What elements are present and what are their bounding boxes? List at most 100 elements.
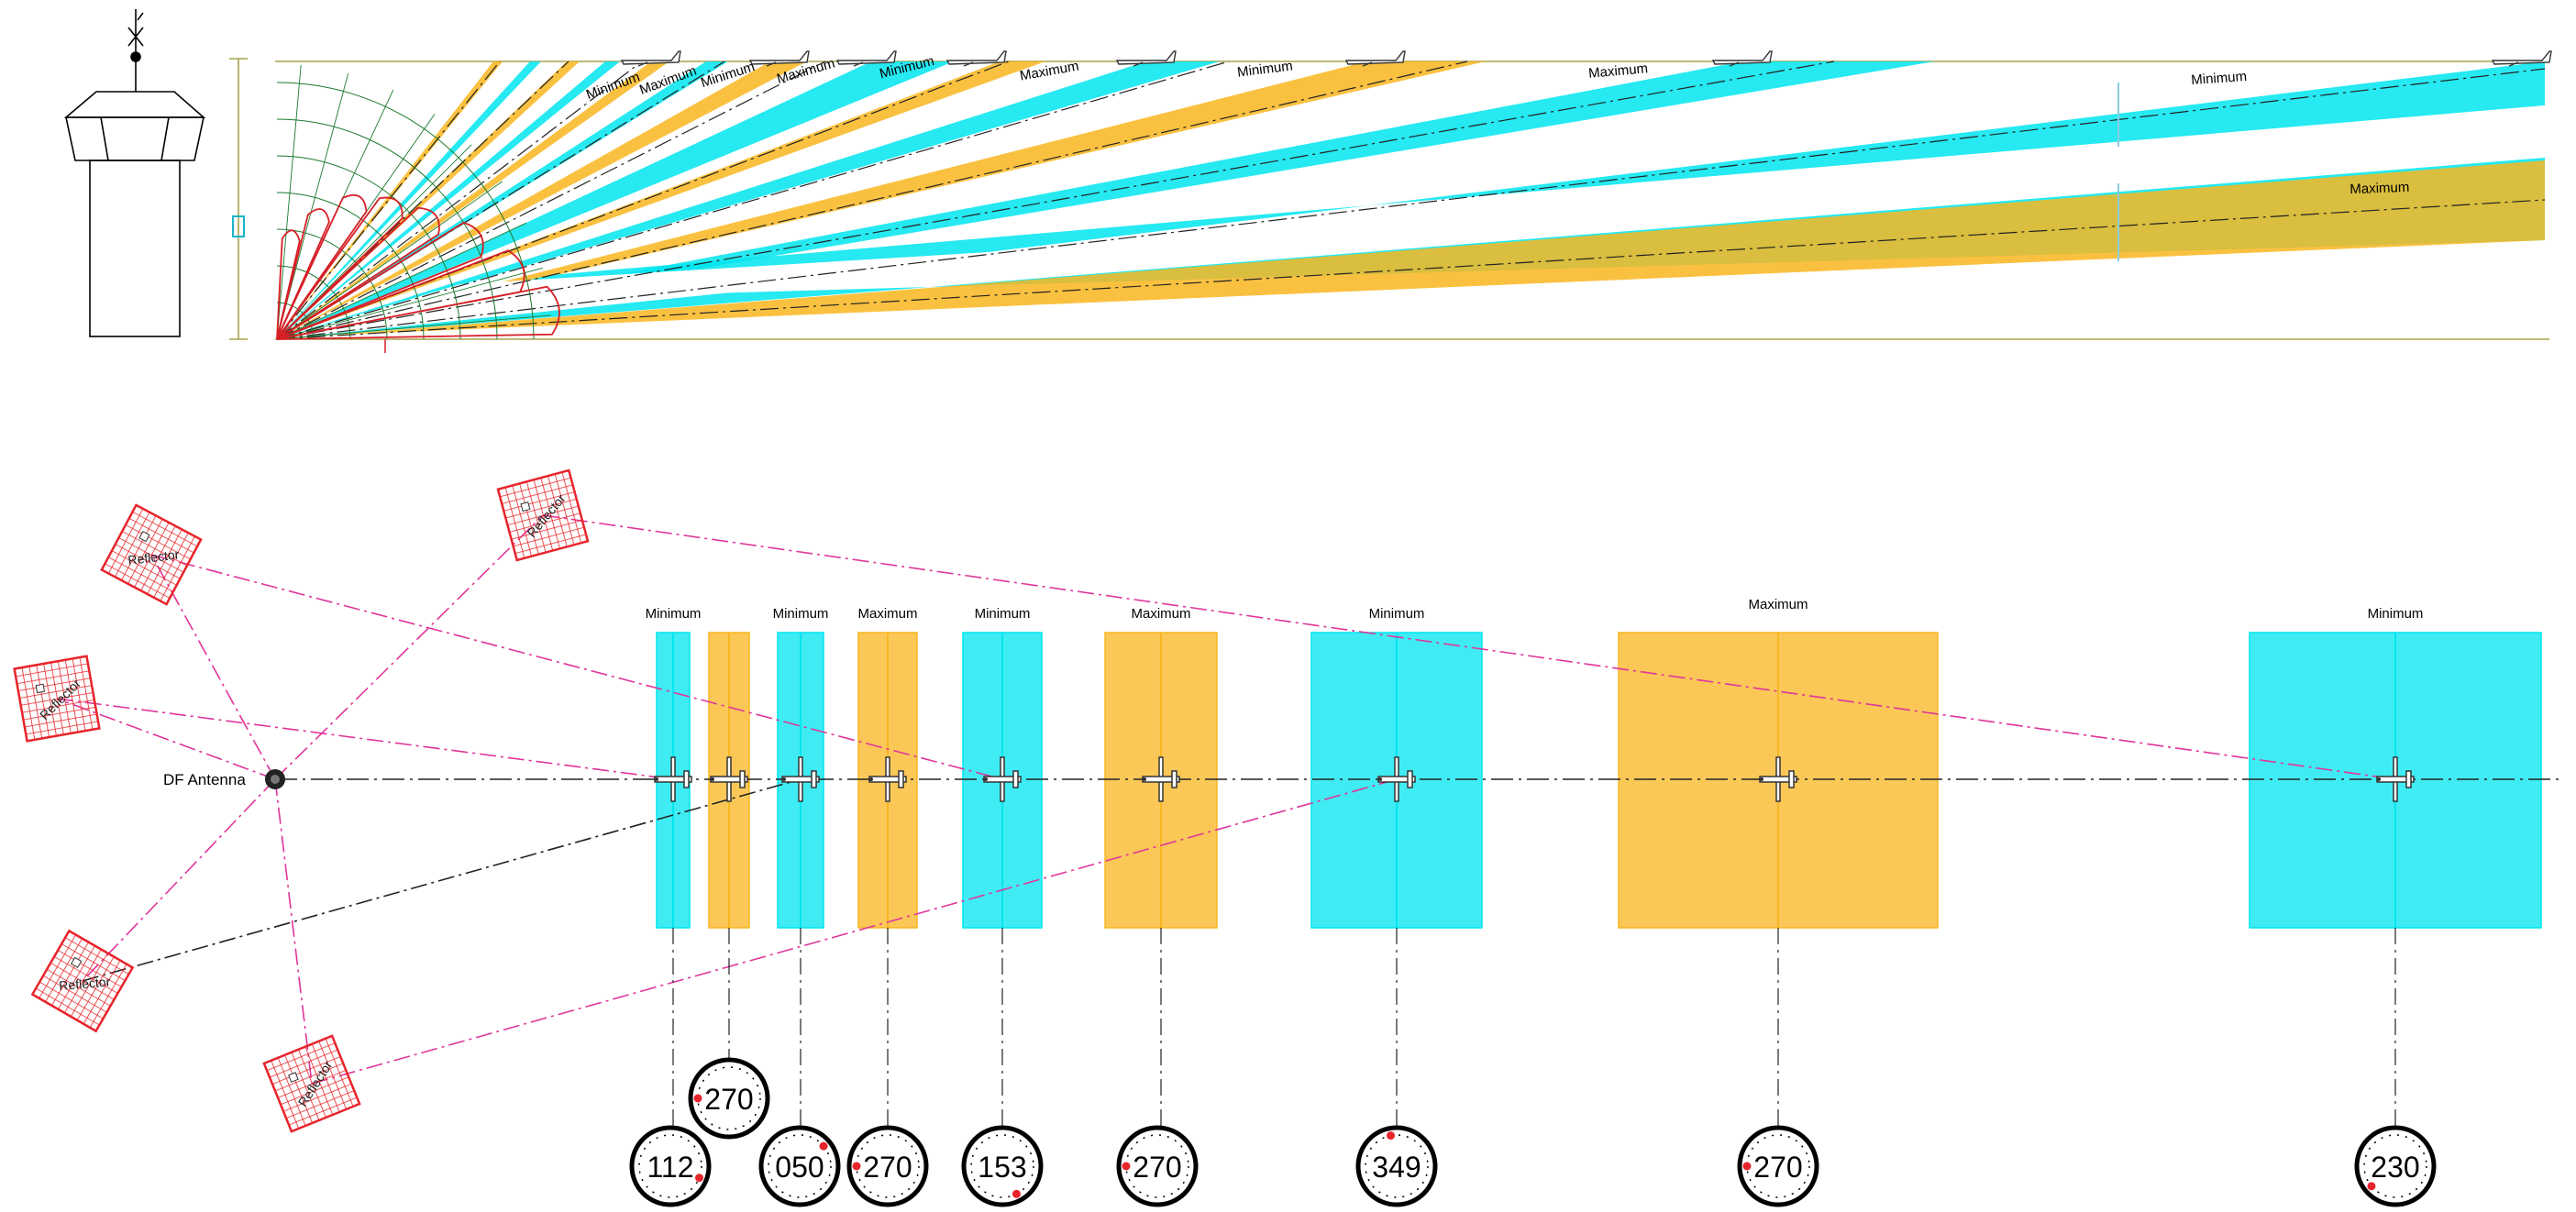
signal-path (82, 778, 276, 982)
aircraft-side-icon (1711, 50, 1773, 67)
aircraft-side-icon (748, 50, 810, 67)
bearing-ray (276, 314, 551, 340)
bearing-dial: 230 (2354, 1125, 2437, 1207)
aircraft-side-icon (835, 50, 897, 67)
beam-centerline (276, 61, 1468, 340)
zone-label: Minimum (2368, 606, 2424, 622)
side-zone-label: Minimum (2191, 69, 2248, 88)
antenna-lobe (276, 285, 560, 340)
bearing-value: 230 (2371, 1151, 2419, 1184)
bearing-dial: 050 (758, 1125, 841, 1207)
zone-label: Maximum (1748, 597, 1808, 612)
coverage-beam-minimum (277, 61, 954, 339)
df-antenna: DF Antenna (163, 769, 285, 789)
zone-label: Minimum (646, 606, 702, 622)
aircraft-side-icon (945, 50, 1007, 67)
bearing-dial: 270 (846, 1125, 929, 1207)
signal-path (274, 514, 544, 780)
bearing-needle (819, 1141, 828, 1151)
coverage-beam-maximum (277, 61, 1486, 339)
bearing-dial: 153 (961, 1125, 1044, 1207)
reflector: Reflector (496, 468, 590, 562)
antenna-lobe (276, 194, 368, 340)
bearing-ray (276, 222, 527, 340)
bearing-needle (1012, 1189, 1021, 1198)
bearing-needle (1122, 1162, 1131, 1171)
bearing-value: 270 (1753, 1151, 1802, 1184)
beam-centerline (276, 61, 826, 340)
bearing-dial: 270 (688, 1057, 770, 1140)
coverage-beam-maximum (277, 61, 807, 339)
coverage-beam-minimum (277, 158, 2545, 339)
reflector-label: Reflector (59, 974, 112, 993)
signal-path (150, 554, 1003, 780)
side-zone-label: Maximum (1587, 61, 1648, 82)
bearing-value: 153 (978, 1151, 1026, 1184)
side-zone-label: Maximum (2349, 180, 2410, 197)
aircraft-side-icon (1115, 50, 1177, 67)
bearing-needle (693, 1094, 702, 1103)
beam-centerline (276, 61, 725, 340)
bearing-value: 112 (647, 1151, 693, 1184)
antenna-lobe (276, 229, 301, 340)
coverage-beam-maximum (277, 61, 503, 339)
beam-gap (277, 105, 2545, 339)
bearing-needle (1742, 1162, 1752, 1171)
beam-centerline (276, 61, 501, 340)
bearing-value: 050 (775, 1151, 824, 1184)
bearing-needle (852, 1162, 861, 1171)
antenna-lobe (276, 206, 440, 340)
bearing-needle (1387, 1131, 1396, 1140)
antenna-lobe (276, 196, 404, 340)
beam-centerline (276, 61, 1835, 340)
control-tower-icon (63, 9, 206, 337)
bearing-ray (276, 267, 543, 340)
beam-centerline (276, 199, 2546, 340)
antenna-lobe (276, 208, 330, 340)
antenna-label: DF Antenna (163, 771, 246, 788)
bearing-dial: 270 (1116, 1125, 1199, 1207)
coverage-beam-minimum (277, 61, 541, 339)
beam-centerline (276, 61, 643, 340)
bearing-ray (276, 181, 503, 340)
aircraft-side-icon (2491, 50, 2552, 67)
bearing-value: 349 (1372, 1151, 1421, 1184)
zone-label: Maximum (857, 606, 917, 622)
signal-path (274, 778, 313, 1085)
aircraft-side-icon (1344, 50, 1406, 67)
zone-label: Maximum (1131, 606, 1190, 622)
bearing-needle (695, 1173, 704, 1183)
coverage-beam-maximum (277, 61, 1045, 339)
aircraft-side-icon (620, 50, 681, 67)
reflector: Reflector (13, 655, 101, 743)
signal-path (56, 698, 674, 780)
bearing-dial: 349 (1355, 1125, 1438, 1207)
beam-centerline (276, 61, 1230, 340)
bearing-dial: 270 (1737, 1125, 1819, 1207)
bearing-value: 270 (704, 1083, 753, 1116)
bearing-ray (276, 65, 302, 340)
signal-path (82, 778, 802, 982)
reflector-label: Reflector (127, 546, 181, 567)
bearing-needle (2367, 1182, 2376, 1191)
bearing-value: 270 (1133, 1151, 1181, 1184)
reflector: Reflector (262, 1034, 361, 1133)
zone-label: Minimum (975, 606, 1031, 622)
reflector: Reflector (30, 929, 135, 1033)
reflector: Reflector (100, 503, 203, 606)
zone-label: Minimum (1369, 606, 1425, 622)
bracket-icon (232, 215, 245, 237)
bearing-value: 270 (863, 1151, 912, 1184)
antenna-lobe (276, 221, 484, 340)
signal-path (311, 778, 1398, 1085)
zone-label: Minimum (773, 606, 829, 622)
coverage-beam-minimum (277, 61, 1220, 339)
beam-centerline (276, 68, 2546, 340)
coverage-beam-maximum (277, 61, 669, 339)
height-dimension (229, 58, 248, 340)
coverage-beam-maximum (277, 160, 2545, 339)
antenna-lobe (276, 249, 525, 340)
